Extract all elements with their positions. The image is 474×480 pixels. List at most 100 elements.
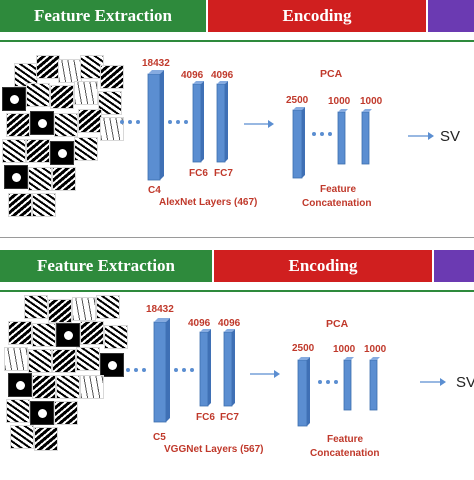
fc6-layer-label: FC6 [196,412,215,423]
input-patch-mosaic [0,295,130,465]
patch-tile [28,167,52,191]
concat-caption-line2: Concatenation [302,198,371,209]
bar-top-face [154,318,170,322]
feature-extraction-header: Feature Extraction [0,250,212,282]
dotted-connector [168,120,188,124]
patch-tile [26,139,50,163]
panel-alexnet: Feature Extraction Encoding [0,0,474,220]
patch-tile [54,401,78,425]
patch-tile [2,139,26,163]
fc6-size-label: 4096 [188,318,211,329]
patch-tile [32,323,56,347]
pca-output-size-2: 1000 [360,96,383,107]
arrow-to-pca [244,120,274,128]
dotted-connector [318,380,338,384]
fc7-size-label: 4096 [211,70,234,81]
classification-header [428,0,474,32]
bar-top-face [148,70,164,74]
patch-tile [50,85,74,109]
patch-tile [32,375,56,399]
bar-top-face [298,357,310,360]
bar-top-face [200,329,211,332]
dotted-connector [174,368,194,372]
patch-tile [2,87,26,111]
pca-output-bar-1 [343,359,352,411]
arrow-to-classifier [420,378,446,386]
dotted-connector [120,120,140,124]
pipeline-diagram: 18432 4096 4096 C4 FC6 FC7 AlexNet Layer… [120,58,460,209]
encoding-header: Encoding [208,0,426,32]
feature-extraction-header: Feature Extraction [0,0,206,32]
classifier-label: SV [440,128,460,145]
patch-tile [98,91,122,115]
panel-divider [0,237,474,238]
dotted-connector [312,132,332,136]
dotted-connector [126,368,146,372]
bar-side-face [232,329,235,406]
bar-side-face [302,107,305,178]
conv-size-label: 18432 [142,58,170,69]
patch-tile [6,113,30,137]
pca-input-bar [297,359,308,427]
classification-header [434,250,474,282]
pca-title: PCA [320,68,343,80]
bar-top-face [224,329,235,332]
patch-tile [4,165,28,189]
conv-size-label: 18432 [146,304,174,315]
fc6-layer-bar [199,331,209,407]
patch-tile [76,347,100,371]
fc7-size-label: 4096 [218,318,241,329]
pca-output-size-1: 1000 [333,344,356,355]
patch-tile [30,401,54,425]
pca-output-size-1: 1000 [328,96,351,107]
fc7-layer-bar [216,83,226,163]
patch-tile [32,193,56,217]
bar-side-face [166,318,170,422]
bar-side-face [208,329,211,406]
network-label: VGGNet Layers (567) [164,444,264,455]
stage-header: Feature Extraction Encoding [0,0,474,32]
bar-side-face [160,70,164,180]
patch-tile [96,295,120,319]
bar-side-face [307,357,310,426]
patch-tile [4,347,28,371]
patch-tile [74,81,98,105]
conv-layer-label: C5 [153,432,166,443]
concat-caption-line1: Feature [327,434,364,445]
conv-layer-label: C4 [148,185,161,196]
header-underline [0,290,474,292]
pca-input-bar [292,109,303,179]
panel-vggnet: Feature Extraction Encoding [0,250,474,470]
patch-tile [28,349,52,373]
input-patch-mosaic [0,55,130,225]
patch-tile [56,323,80,347]
patch-tile [100,353,124,377]
fc7-layer-label: FC7 [214,168,233,179]
pca-output-bar-1 [337,111,346,165]
patch-tile [100,65,124,89]
conv-layer-bar [147,73,161,181]
patch-tile [100,117,124,141]
classifier-label: SV [456,374,474,391]
patch-tile [8,193,32,217]
fc7-layer-label: FC7 [220,412,239,423]
patch-tile [6,399,30,423]
patch-tile [72,297,96,321]
patch-tile [52,349,76,373]
patch-tile [10,425,34,449]
fc6-size-label: 4096 [181,70,204,81]
patch-tile [26,83,50,107]
conv-layer-bar [153,321,167,423]
bar-top-face [293,107,305,110]
patch-tile [80,321,104,345]
patch-tile [24,295,48,319]
pca-title: PCA [326,318,349,330]
fc7-layer-bar [223,331,233,407]
patch-tile [34,427,58,451]
patch-tile [50,141,74,165]
concat-caption-line2: Concatenation [310,448,379,459]
pca-input-size: 2500 [286,95,309,106]
encoding-header: Encoding [214,250,432,282]
bar-top-face [344,357,354,360]
fc6-layer-bar [192,83,202,163]
